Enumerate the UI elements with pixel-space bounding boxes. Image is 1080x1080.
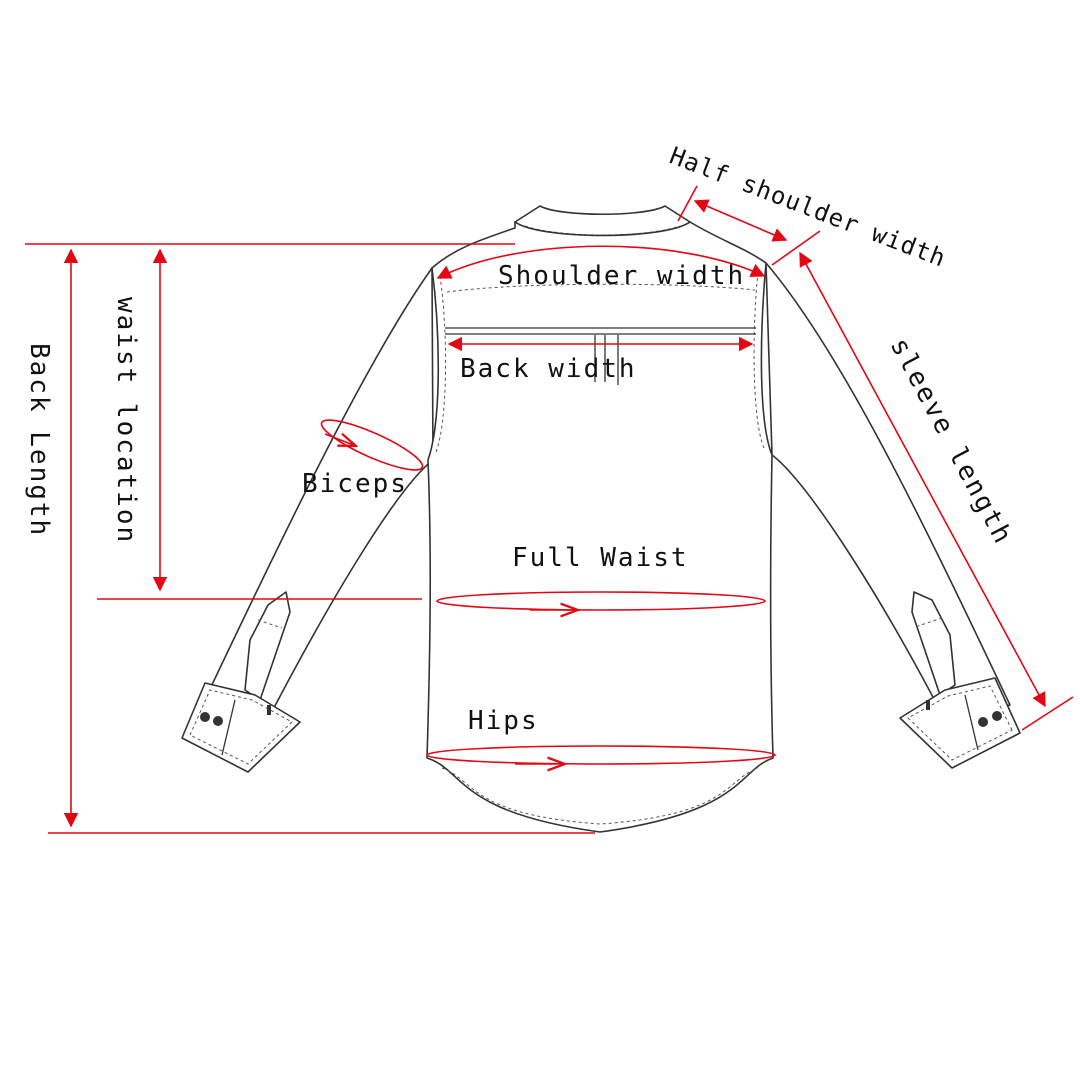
right-cuff-button-1: [978, 717, 988, 727]
label-shoulder-width: Shoulder width: [498, 261, 745, 291]
right-cuff-button-2: [992, 711, 1002, 721]
shoulder-width-arrow: [436, 245, 766, 279]
biceps-ellipse: [320, 419, 424, 471]
half-shoulder-width-arrow: [693, 199, 788, 242]
label-full-waist: Full Waist: [512, 543, 689, 573]
full-waist-ellipse: [436, 591, 766, 611]
label-hips: Hips: [468, 706, 539, 736]
measurement-lines: [25, 185, 1074, 834]
left-cuff-button-1: [200, 712, 210, 722]
label-back-length: Back Length: [24, 343, 54, 537]
shirt-back-drawing: [181, 205, 1021, 833]
hips-ellipse: [426, 745, 776, 765]
left-cuff: [181, 682, 301, 773]
label-back-width: Back width: [460, 354, 637, 384]
label-waist-location: waist location: [111, 297, 141, 544]
sleeve-length-arrow: [799, 251, 1046, 708]
right-cuff: [899, 677, 1021, 769]
label-biceps: Biceps: [302, 469, 408, 499]
left-cuff-button-2: [213, 716, 223, 726]
shirt-body: [426, 221, 774, 833]
